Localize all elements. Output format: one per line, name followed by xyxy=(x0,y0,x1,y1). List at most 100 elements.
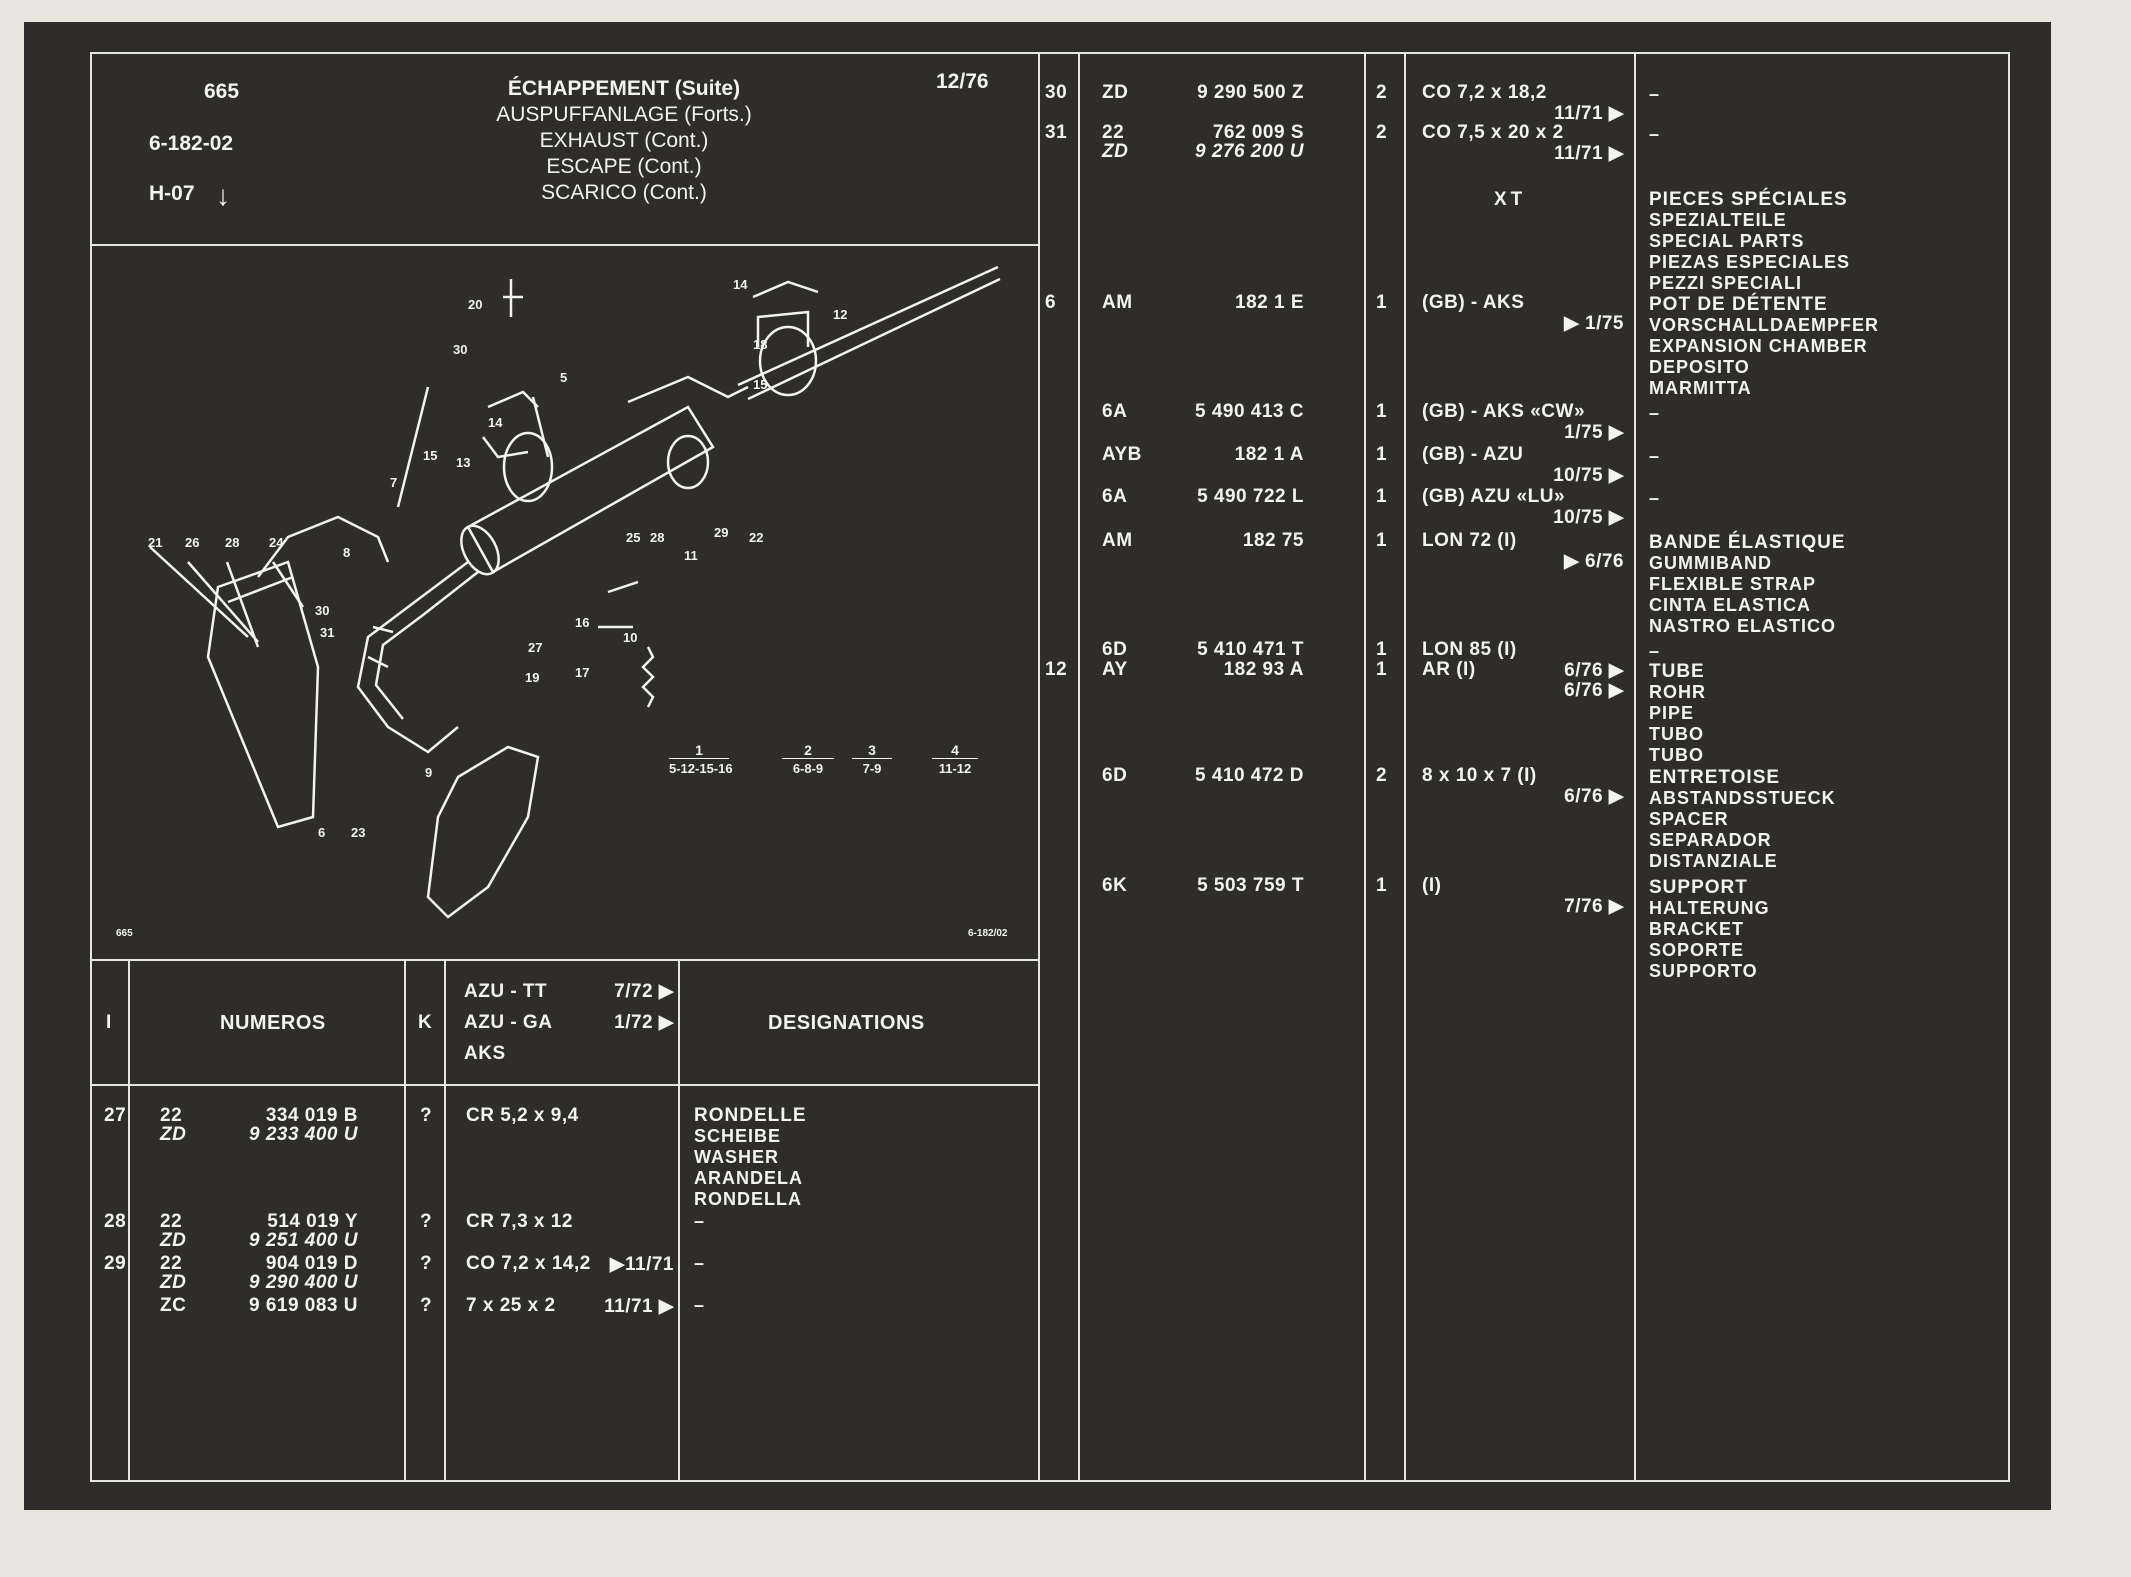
page-number: 665 xyxy=(204,80,240,103)
row-qty: 1 xyxy=(1376,401,1388,422)
part-number-alt: 9 276 200 U xyxy=(1194,141,1304,162)
bolt-19 xyxy=(598,580,639,629)
designation-line: FLEXIBLE STRAP xyxy=(1649,574,1817,594)
designation-line: PIPE xyxy=(1649,703,1695,723)
svg-text:8: 8 xyxy=(343,545,350,560)
part-prefix: 6A xyxy=(1102,486,1128,507)
row-qty: 1 xyxy=(1376,530,1388,551)
part-number: 5 410 472 D xyxy=(1194,765,1304,786)
svg-text:11: 11 xyxy=(684,548,698,563)
row-date: 11/71 ▶ xyxy=(1554,143,1624,164)
part-number: 514 019 Y xyxy=(267,1211,358,1232)
row-index: 29 xyxy=(104,1253,127,1274)
legend-item-2: 2 6-8-9 xyxy=(782,742,834,776)
clamp-8 xyxy=(367,625,394,669)
designation-line: DEPOSITO xyxy=(1649,357,1750,377)
designation-line: – xyxy=(1649,403,1661,423)
row-spec: CO 7,2 x 18,2 xyxy=(1422,82,1547,103)
designation-line: SPECIAL PARTS xyxy=(1649,231,1805,251)
svg-text:21: 21 xyxy=(148,535,162,550)
part-number: 9 251 400 U xyxy=(248,1230,358,1251)
part-number: 9 233 400 U xyxy=(248,1124,358,1145)
part-prefix: 6D xyxy=(1102,639,1128,660)
part-prefix: AY xyxy=(1102,659,1128,680)
diagram-ref-left: 665 xyxy=(116,928,133,939)
row-qty: ? xyxy=(420,1105,433,1126)
legend-item-3: 3 7-9 xyxy=(852,742,892,776)
group-code: 6-182-02 xyxy=(149,132,234,155)
part-number: 762 009 S xyxy=(1212,122,1304,143)
main-muffler xyxy=(466,405,715,574)
designation-line: POT DE DÉTENTE xyxy=(1649,294,1828,315)
designation-line: PEZZI SPECIALI xyxy=(1649,273,1803,293)
header-bottom-rule xyxy=(90,244,1040,246)
svg-text:31: 31 xyxy=(320,625,334,640)
title-en: EXHAUST (Cont.) xyxy=(539,129,709,152)
row-index: 31 xyxy=(1045,122,1068,143)
svg-text:22: 22 xyxy=(749,530,763,545)
designation-line: SCHEIBE xyxy=(694,1126,782,1146)
svg-text:15: 15 xyxy=(423,448,437,463)
designation-line: BANDE ÉLASTIQUE xyxy=(1649,532,1846,553)
part-number: 182 1 A xyxy=(1234,444,1304,465)
row-designation: – xyxy=(1649,488,1660,509)
row-date: 1/75 ▶ xyxy=(1564,422,1624,443)
bracket-18 xyxy=(752,280,819,347)
section-titles: ÉCHAPPEMENT (Suite) AUSPUFFANLAGE (Forts… xyxy=(434,76,814,206)
col-header-qty: K xyxy=(418,1012,433,1033)
row-index: 6 xyxy=(1045,292,1057,313)
diagram-ref-right: 6-182/02 xyxy=(968,928,1008,939)
designation-line: – xyxy=(1649,488,1661,508)
designation-line: TUBO xyxy=(1649,745,1704,765)
designation-line: – xyxy=(1649,84,1661,104)
designation-line: SPACER xyxy=(1649,809,1729,829)
designation-line: GUMMIBAND xyxy=(1649,553,1772,573)
pipe-12 xyxy=(627,375,749,404)
row-spec: 7 x 25 x 2 xyxy=(466,1295,556,1316)
divider-right-desc xyxy=(1634,52,1636,1482)
row-spec: AR (I) xyxy=(1422,659,1476,680)
row-qty: 1 xyxy=(1376,292,1388,313)
svg-text:20: 20 xyxy=(468,297,482,312)
designation-line: EXPANSION CHAMBER xyxy=(1649,336,1868,356)
title-es: ESCAPE (Cont.) xyxy=(546,155,702,178)
part-number: 5 490 722 L xyxy=(1197,486,1304,507)
row-designation: – xyxy=(1649,446,1660,467)
col-header-index: I xyxy=(106,1012,112,1033)
row-date: 6/76 ▶ xyxy=(1564,786,1624,807)
row-date: ▶11/71 xyxy=(609,1254,674,1275)
row-qty: ? xyxy=(420,1253,433,1274)
header-date: 12/76 xyxy=(936,70,989,93)
front-pipe-inner xyxy=(374,571,479,720)
divider-left-qty xyxy=(444,959,446,1482)
col-header-numbers: NUMEROS xyxy=(220,1012,326,1034)
designation-line: – xyxy=(1649,641,1661,661)
row-qty: 1 xyxy=(1376,659,1388,680)
row-spec: (GB) - AKS xyxy=(1422,292,1525,313)
row-designation: – xyxy=(1649,403,1660,424)
designation-line: – xyxy=(694,1253,706,1273)
row-date: ▶ 1/75 xyxy=(1564,313,1624,334)
bolt-20 xyxy=(503,279,523,317)
part-number: 904 019 D xyxy=(265,1253,358,1274)
model-code: H-07 xyxy=(149,182,195,205)
row-index: 27 xyxy=(104,1105,127,1126)
part-number: 5 490 413 C xyxy=(1194,401,1304,422)
row-qty: 2 xyxy=(1376,765,1388,786)
row-spec: CR 7,3 x 12 xyxy=(466,1211,573,1232)
row-spec: LON 72 (I) xyxy=(1422,530,1517,551)
svg-text:30: 30 xyxy=(453,342,467,357)
row-date: 10/75 ▶ xyxy=(1553,465,1624,486)
svg-text:10: 10 xyxy=(623,630,637,645)
designation-line: SUPPORT xyxy=(1649,877,1748,898)
part-number: 182 1 E xyxy=(1235,292,1304,313)
part-prefix: 22 xyxy=(160,1105,183,1126)
title-fr: ÉCHAPPEMENT (Suite) xyxy=(507,77,741,100)
svg-text:25: 25 xyxy=(626,530,640,545)
part-prefix: ZD xyxy=(160,1124,187,1145)
